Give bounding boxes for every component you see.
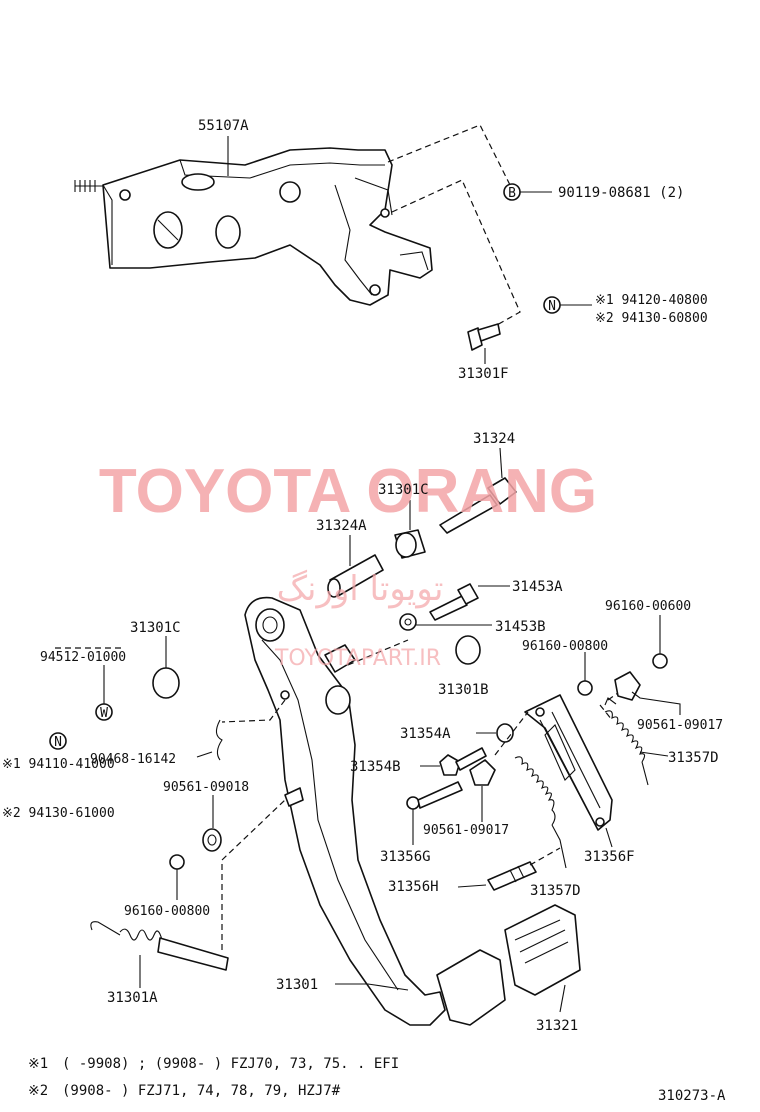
- dash-31453B: [347, 639, 409, 666]
- watermark-main: TOYOTA ORANG: [99, 457, 597, 526]
- collar-31324A: [327, 554, 384, 598]
- label-90561-09017-right: 90561-09017: [637, 718, 723, 733]
- label-55107A: 55107A: [198, 118, 249, 134]
- bushing-31301C-left: [152, 667, 180, 699]
- symbol-b-icon: B: [503, 183, 521, 201]
- svg-text:N: N: [54, 735, 62, 750]
- label-94130-61000: ※2 94130-61000: [2, 806, 115, 821]
- watermark-site: TOYOTAPART.IR: [274, 646, 441, 671]
- label-94120-40800: ※1 94120-40800: [595, 293, 708, 308]
- label-90561-09017-left: 90561-09017: [423, 823, 509, 838]
- note-1-mark: ※1: [28, 1056, 48, 1072]
- label-31301C-left: 31301C: [130, 620, 181, 636]
- svg-text:W: W: [100, 706, 108, 721]
- dash-spring: [221, 789, 297, 950]
- label-94512-01000: 94512-01000: [40, 650, 126, 665]
- label-90468-16142: 90468-16142: [90, 752, 176, 767]
- figure-id: 310273-A: [658, 1088, 726, 1104]
- bolt-31324: [439, 477, 517, 534]
- label-31301B: 31301B: [438, 682, 489, 698]
- label-31301A: 31301A: [107, 990, 158, 1006]
- bolt-31356G: [406, 781, 463, 810]
- pin-31356H: [487, 861, 537, 891]
- clip-96160-00800-right: [577, 680, 593, 696]
- bushing-90561-09017-left: [469, 759, 496, 786]
- label-96160-00600: 96160-00600: [605, 599, 691, 614]
- spring-31357D-right: [604, 697, 649, 786]
- bushing-31301B: [455, 635, 481, 665]
- return-spring-31301A: [90, 921, 229, 971]
- label-31321: 31321: [536, 1018, 578, 1034]
- label-31324A: 31324A: [316, 518, 367, 534]
- clip-90468: [215, 719, 223, 761]
- turnover-plate-31356F: [524, 694, 613, 831]
- dash-31354: [494, 711, 529, 756]
- dash-90468: [221, 699, 286, 723]
- label-31354A: 31354A: [400, 726, 451, 742]
- symbol-n-icon-lower: N: [49, 732, 67, 750]
- label-31357D-left: 31357D: [530, 883, 581, 899]
- svg-text:B: B: [508, 186, 516, 201]
- nut-31453B: [399, 613, 417, 631]
- label-94110-41000: ※1 94110-41000: [2, 757, 115, 772]
- label-31356H: 31356H: [388, 879, 439, 895]
- label-31453A: 31453A: [512, 579, 563, 595]
- svg-text:N: N: [548, 299, 556, 314]
- label-31301: 31301: [276, 977, 318, 993]
- label-94130-60800: ※2 94130-60800: [595, 311, 708, 326]
- pedal-pad-rubber-31321: [504, 904, 581, 996]
- label-31356G: 31356G: [380, 849, 431, 865]
- dash-right-spring: [599, 687, 626, 721]
- spring-31357D-left: [514, 756, 567, 869]
- label-90119-08681: 90119-08681 (2): [558, 185, 684, 201]
- label-31453B: 31453B: [495, 619, 546, 635]
- label-31324: 31324: [473, 431, 515, 447]
- pin-31354B: [439, 747, 487, 776]
- label-90561-09018: 90561-09018: [163, 780, 249, 795]
- note-2-text: (9908- ) FZJ71, 74, 78, 79, HZJ7#: [62, 1083, 341, 1099]
- bolt-31301F: [467, 323, 501, 351]
- bushing-31354A: [496, 723, 514, 743]
- clip-96160-00600: [652, 653, 668, 669]
- pedal-pad-31321: [436, 949, 506, 1026]
- label-31357D-right: 31357D: [668, 750, 719, 766]
- symbol-n-icon: N: [543, 296, 561, 314]
- note-1-text: ( -9908) ; (9908- ) FZJ70, 73, 75. . EFI: [62, 1056, 399, 1072]
- label-31301F: 31301F: [458, 366, 509, 382]
- pedal-bracket-55107A: [74, 147, 433, 306]
- bushing-31301C: [394, 529, 426, 559]
- symbol-w-icon: W: [95, 703, 113, 721]
- pin-stopper: [284, 787, 304, 807]
- label-31301C-top: 31301C: [378, 482, 429, 498]
- brake-pedal-arm-31301: [244, 596, 446, 1026]
- note-2-mark: ※2: [28, 1083, 48, 1099]
- label-31354B: 31354B: [350, 759, 401, 775]
- dash-90119: [387, 124, 511, 186]
- label-96160-00800-left: 96160-00800: [124, 904, 210, 919]
- label-96160-00800-right: 96160-00800: [522, 639, 608, 654]
- watermark-persian: تویوتا اورنگ: [277, 569, 444, 609]
- dash-31356H: [529, 847, 561, 866]
- bolt-31453A: [429, 583, 479, 621]
- clip-96160-00800-left: [169, 854, 185, 870]
- label-31356F: 31356F: [584, 849, 635, 865]
- bushing-90561-09018: [202, 828, 222, 852]
